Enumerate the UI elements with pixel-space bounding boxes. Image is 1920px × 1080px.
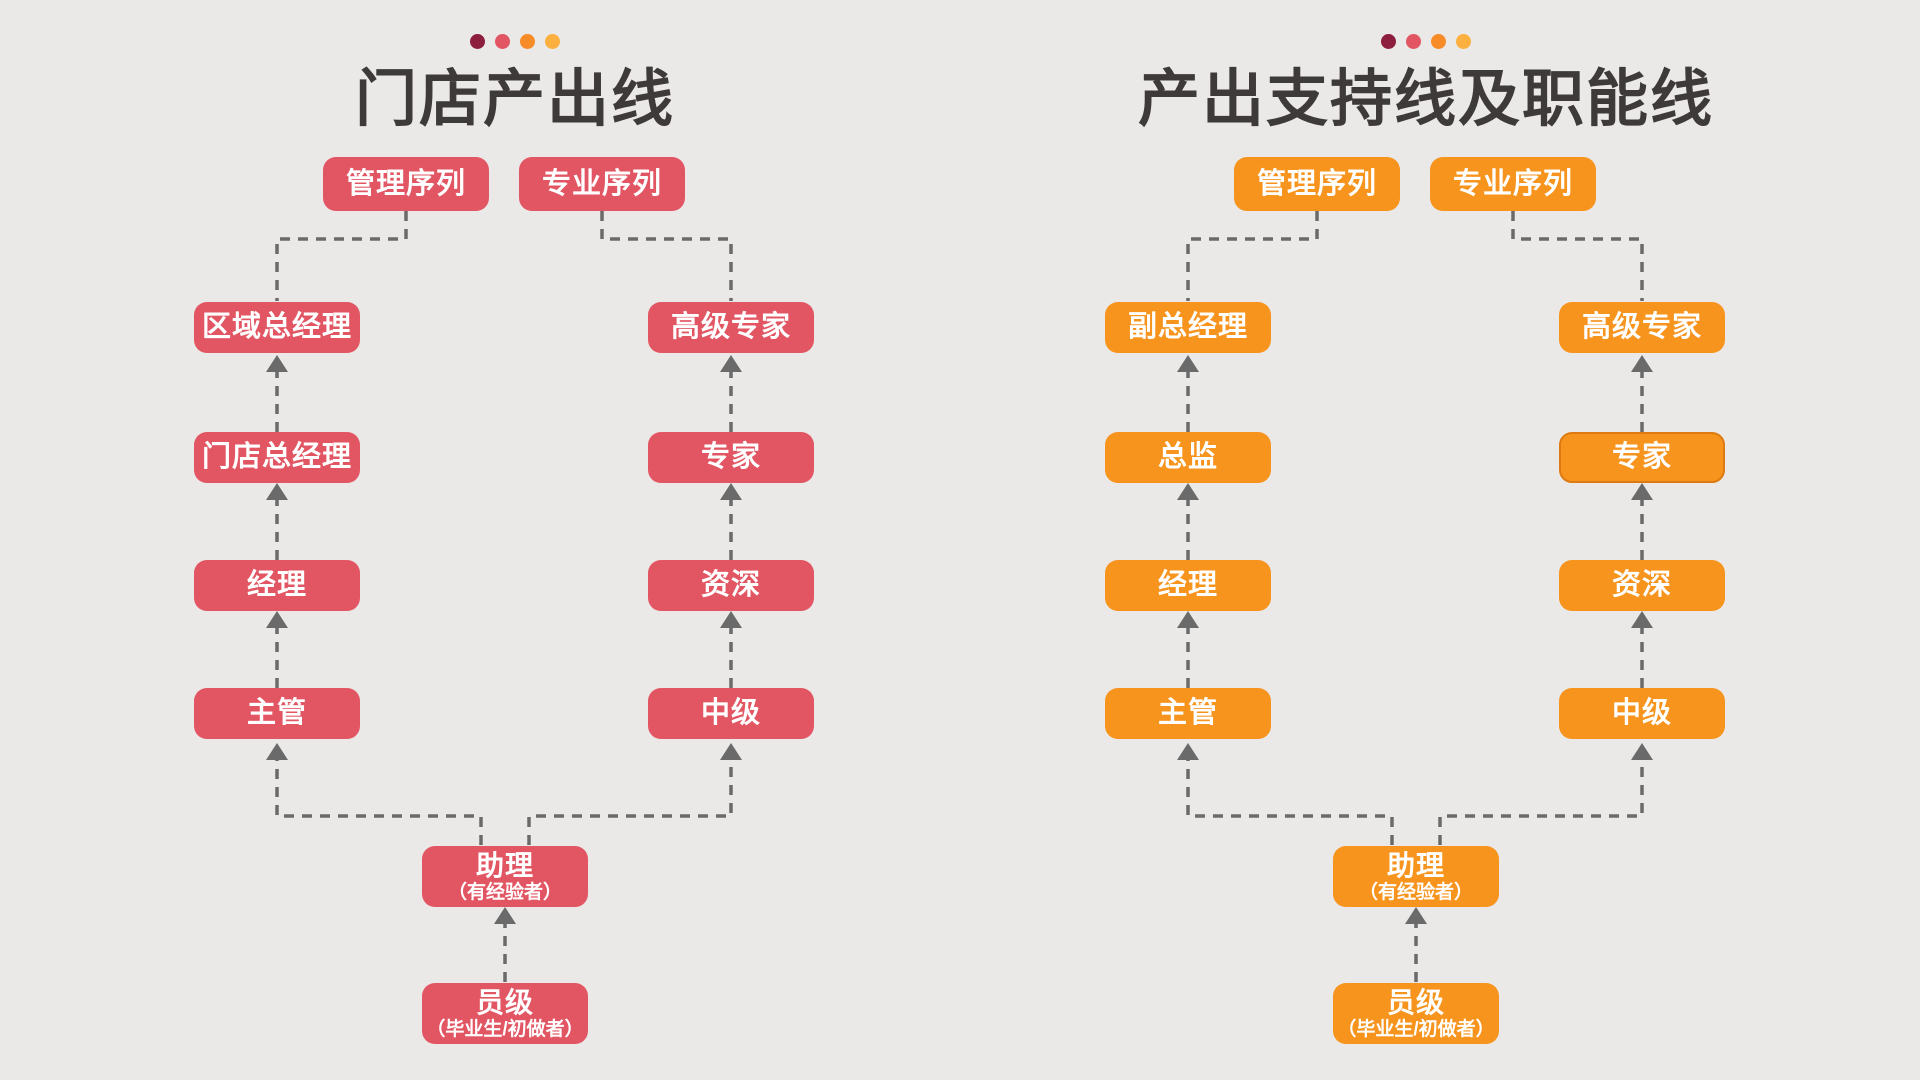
level-box-regional-gm: 区域总经理 xyxy=(194,302,360,353)
accent-dot-red xyxy=(1406,34,1421,49)
accent-dots xyxy=(470,34,560,49)
panel-title: 产出支持线及职能线 xyxy=(1137,65,1715,134)
level-box-manager: 经理 xyxy=(1105,560,1271,611)
level-box-senior-expert: 高级专家 xyxy=(1559,302,1725,353)
level-box-senior-expert: 高级专家 xyxy=(648,302,814,353)
assistant-sublabel: （有经验者） xyxy=(447,881,562,903)
arrowhead-up-icon xyxy=(1631,355,1653,372)
level-box-expert: 专家 xyxy=(1559,432,1725,483)
connector-header-professional xyxy=(600,211,733,301)
level-box-entry: 员级 （毕业生/初做者） xyxy=(1333,983,1499,1044)
assistant-label: 助理 xyxy=(475,849,534,881)
arrowhead-up-icon xyxy=(266,611,288,628)
level-box-store-gm: 门店总经理 xyxy=(194,432,360,483)
arrowhead-up-icon xyxy=(720,743,742,760)
header-management-sequence: 管理序列 xyxy=(1234,157,1400,211)
accent-dot-amber xyxy=(545,34,560,49)
connector-assistant-to-professional xyxy=(1438,760,1644,845)
assistant-sublabel: （有经验者） xyxy=(1358,881,1473,903)
arrowhead-up-icon xyxy=(720,611,742,628)
level-box-expert: 专家 xyxy=(648,432,814,483)
accent-dot-orange xyxy=(1431,34,1446,49)
accent-dot-maroon xyxy=(1381,34,1396,49)
accent-dot-maroon xyxy=(470,34,485,49)
entry-label: 员级 xyxy=(1386,986,1445,1018)
arrowhead-up-icon xyxy=(1405,907,1427,924)
connector-header-management xyxy=(275,211,408,301)
level-box-assistant: 助理 （有经验者） xyxy=(1333,846,1499,907)
level-box-entry: 员级 （毕业生/初做者） xyxy=(422,983,588,1044)
level-box-supervisor: 主管 xyxy=(194,688,360,739)
level-box-supervisor: 主管 xyxy=(1105,688,1271,739)
level-box-intermediate: 中级 xyxy=(1559,688,1725,739)
arrowhead-up-icon xyxy=(494,907,516,924)
connector-assistant-to-management xyxy=(275,760,483,845)
arrowhead-up-icon xyxy=(266,483,288,500)
connector-header-professional xyxy=(1511,211,1644,301)
level-box-intermediate: 中级 xyxy=(648,688,814,739)
accent-dot-orange xyxy=(520,34,535,49)
arrowhead-up-icon xyxy=(1631,483,1653,500)
arrowhead-up-icon xyxy=(266,355,288,372)
level-box-senior: 资深 xyxy=(1559,560,1725,611)
level-box-manager: 经理 xyxy=(194,560,360,611)
level-box-deputy-gm: 副总经理 xyxy=(1105,302,1271,353)
arrowhead-up-icon xyxy=(720,355,742,372)
entry-sublabel: （毕业生/初做者） xyxy=(426,1018,584,1040)
accent-dots xyxy=(1381,34,1471,49)
level-box-senior: 资深 xyxy=(648,560,814,611)
assistant-label: 助理 xyxy=(1386,849,1445,881)
header-professional-sequence: 专业序列 xyxy=(1430,157,1596,211)
accent-dot-red xyxy=(495,34,510,49)
arrowhead-up-icon xyxy=(1177,355,1199,372)
entry-sublabel: （毕业生/初做者） xyxy=(1337,1018,1495,1040)
arrowhead-up-icon xyxy=(720,483,742,500)
connector-header-management xyxy=(1186,211,1319,301)
header-professional-sequence: 专业序列 xyxy=(519,157,685,211)
entry-label: 员级 xyxy=(475,986,534,1018)
connector-assistant-to-professional xyxy=(527,760,733,845)
panel-store-output-line: 门店产出线 管理序列 专业序列 区域总经理 门店总经理 经理 主管 高级专家 专… xyxy=(194,34,814,1044)
arrowhead-up-icon xyxy=(1177,483,1199,500)
level-box-director: 总监 xyxy=(1105,432,1271,483)
header-management-sequence: 管理序列 xyxy=(323,157,489,211)
panel-support-functional-line: 产出支持线及职能线 管理序列 专业序列 副总经理 总监 经理 主管 高级专家 专… xyxy=(911,0,1871,1080)
arrowhead-up-icon xyxy=(1631,743,1653,760)
arrowhead-up-icon xyxy=(1177,743,1199,760)
panel-title: 门店产出线 xyxy=(354,65,676,134)
accent-dot-amber xyxy=(1456,34,1471,49)
level-box-assistant: 助理 （有经验者） xyxy=(422,846,588,907)
arrowhead-up-icon xyxy=(266,743,288,760)
arrowhead-up-icon xyxy=(1177,611,1199,628)
connector-assistant-to-management xyxy=(1186,760,1394,845)
arrowhead-up-icon xyxy=(1631,611,1653,628)
